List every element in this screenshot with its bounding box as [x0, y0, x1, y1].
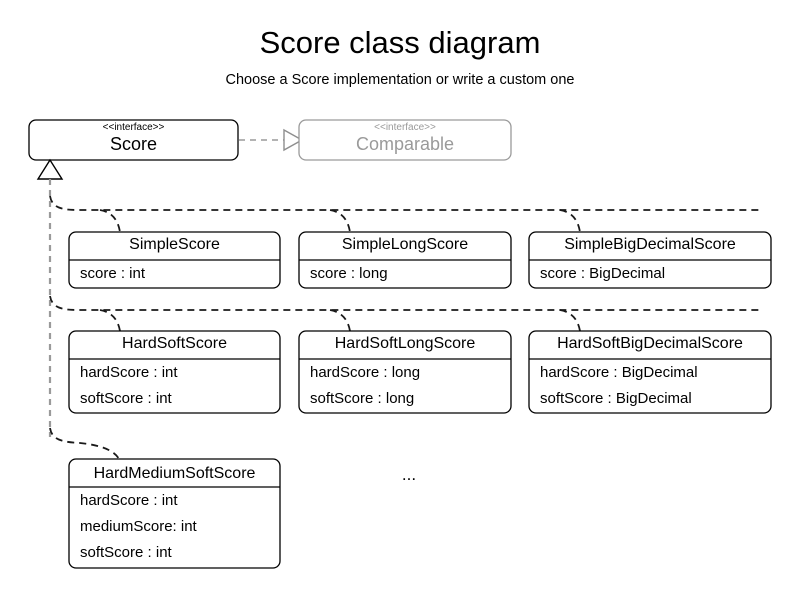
realization-score-to-comparable — [239, 128, 304, 152]
class-node-hard-medium-soft-score[interactable]: HardMediumSoftScore hardScore : int medi… — [68, 458, 281, 569]
class-node-hard-soft-big-decimal-score[interactable]: HardSoftBigDecimalScore hardScore : BigD… — [528, 330, 772, 414]
class-attribute: hardScore : int — [80, 492, 178, 509]
class-name-hard-medium-soft-score: HardMediumSoftScore — [94, 465, 256, 482]
interface-score[interactable]: <<interface>> Score — [28, 119, 239, 161]
interface-score-box[interactable] — [28, 119, 239, 161]
class-name-simple-long-score: SimpleLongScore — [342, 236, 468, 253]
realization-arrowhead-icon — [283, 128, 304, 152]
branch-to-hard-soft-long-score — [329, 309, 351, 332]
inheritance-branches-row-1 — [49, 195, 760, 233]
interface-comparable-name: Comparable — [356, 134, 454, 154]
interface-score-stereotype: <<interface>> — [103, 122, 165, 133]
class-name-hard-soft-score: HardSoftScore — [122, 335, 227, 352]
class-attribute: score : BigDecimal — [540, 265, 665, 282]
class-name-simple-score: SimpleScore — [129, 236, 220, 253]
class-name-hard-soft-big-decimal-score: HardSoftBigDecimalScore — [557, 335, 743, 352]
branch-to-simple-score — [99, 209, 121, 233]
branch-to-hard-soft-big-decimal-score — [559, 309, 581, 332]
interface-score-name: Score — [110, 134, 157, 154]
class-attribute: score : int — [80, 265, 146, 282]
class-attribute: softScore : int — [80, 390, 173, 407]
class-node-hard-soft-long-score[interactable]: HardSoftLongScore hardScore : long softS… — [298, 330, 512, 414]
more-implementations-ellipsis: ... — [402, 465, 416, 484]
class-attribute: hardScore : int — [80, 364, 178, 381]
class-attribute: mediumScore: int — [80, 518, 198, 535]
interface-comparable[interactable]: <<interface>> Comparable — [298, 119, 512, 161]
class-box-hard-soft-big-decimal-score[interactable] — [528, 330, 772, 414]
class-box-hard-medium-soft-score[interactable] — [68, 458, 281, 569]
class-attribute: score : long — [310, 265, 388, 282]
class-node-hard-soft-score[interactable]: HardSoftScore hardScore : int softScore … — [68, 330, 281, 414]
class-attribute: softScore : BigDecimal — [540, 390, 692, 407]
class-node-simple-big-decimal-score[interactable]: SimpleBigDecimalScore score : BigDecimal — [528, 231, 772, 289]
class-attribute: hardScore : BigDecimal — [540, 364, 698, 381]
branch-to-hard-medium-soft-score — [49, 427, 120, 460]
class-box-hard-soft-score[interactable] — [68, 330, 281, 414]
generalization-triangle-icon — [36, 158, 64, 180]
class-box-hard-soft-long-score[interactable] — [298, 330, 512, 414]
inheritance-branches-row-2 — [49, 295, 760, 332]
class-attribute: softScore : long — [310, 390, 414, 407]
page-title: Score class diagram — [260, 25, 541, 60]
interface-comparable-stereotype: <<interface>> — [374, 122, 436, 133]
branch-trunk-row-1 — [49, 195, 760, 211]
page-subtitle: Choose a Score implementation or write a… — [226, 72, 575, 88]
class-name-hard-soft-long-score: HardSoftLongScore — [335, 335, 476, 352]
class-node-simple-long-score[interactable]: SimpleLongScore score : long — [298, 231, 512, 289]
branch-trunk-row-2 — [49, 295, 760, 311]
branch-to-simple-big-decimal-score — [559, 209, 581, 233]
class-name-simple-big-decimal-score: SimpleBigDecimalScore — [564, 236, 736, 253]
class-node-simple-score[interactable]: SimpleScore score : int — [68, 231, 281, 289]
interface-comparable-box[interactable] — [298, 119, 512, 161]
branch-to-simple-long-score — [329, 209, 351, 233]
class-attribute: hardScore : long — [310, 364, 420, 381]
class-attribute: softScore : int — [80, 544, 173, 561]
branch-to-hard-soft-score — [99, 309, 121, 332]
